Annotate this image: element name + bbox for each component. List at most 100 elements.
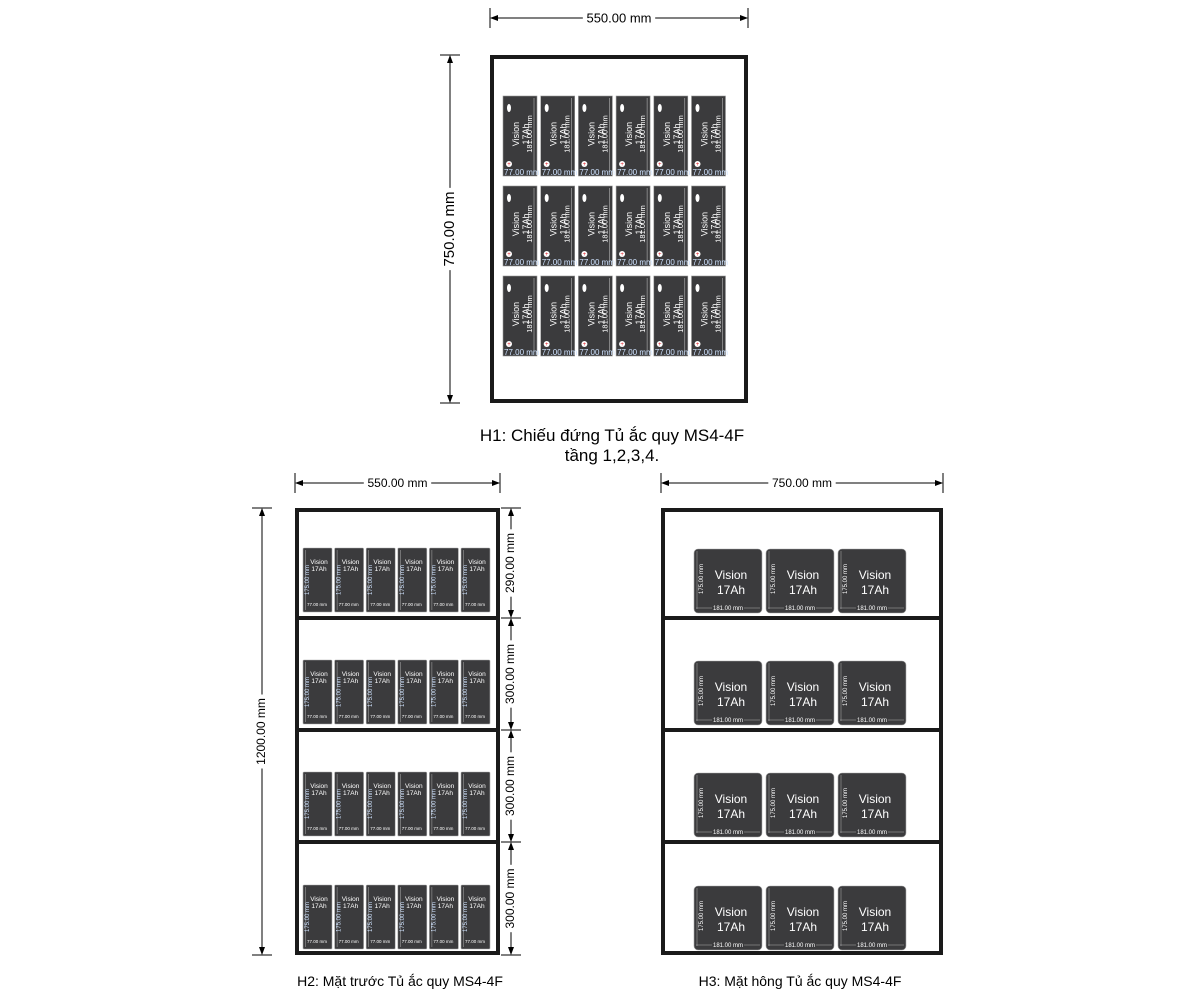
svg-text:+: + xyxy=(583,162,587,168)
positive-terminal-icon xyxy=(619,161,626,167)
svg-text:17Ah: 17Ah xyxy=(438,790,454,797)
svg-text:+: + xyxy=(696,342,700,348)
svg-text:77.00 mm: 77.00 mm xyxy=(617,348,653,357)
svg-text:181.00 mm: 181.00 mm xyxy=(785,718,815,724)
svg-text:175.00 mm: 175.00 mm xyxy=(400,902,406,932)
svg-text:Vision: Vision xyxy=(342,671,360,678)
negative-terminal-icon xyxy=(695,104,700,112)
svg-text:Vision: Vision xyxy=(586,122,596,146)
positive-terminal-icon xyxy=(581,341,588,347)
svg-text:181.00 mm: 181.00 mm xyxy=(785,943,815,949)
top-height-dimension: 750.00 mm xyxy=(440,54,460,404)
top-view-frame xyxy=(490,55,748,403)
svg-text:Vision: Vision xyxy=(624,122,634,146)
svg-text:Vision: Vision xyxy=(586,212,596,236)
svg-text:+: + xyxy=(658,162,662,168)
svg-text:Vision: Vision xyxy=(405,559,423,566)
svg-text:181.00 mm: 181.00 mm xyxy=(563,205,572,243)
svg-text:175.00 mm: 175.00 mm xyxy=(337,565,343,595)
svg-text:Vision: Vision xyxy=(511,212,521,236)
positive-terminal-icon xyxy=(694,251,701,257)
svg-text:175.00 mm: 175.00 mm xyxy=(400,677,406,707)
svg-text:181.00 mm: 181.00 mm xyxy=(676,115,685,153)
negative-terminal-icon xyxy=(582,104,587,112)
svg-text:77.00 mm: 77.00 mm xyxy=(465,602,485,607)
svg-text:175.00 mm: 175.00 mm xyxy=(771,788,777,818)
svg-text:181.00 mm: 181.00 mm xyxy=(525,295,534,333)
svg-text:Vision: Vision xyxy=(405,896,423,903)
svg-text:181.00 mm: 181.00 mm xyxy=(713,943,743,949)
svg-text:77.00 mm: 77.00 mm xyxy=(433,714,453,719)
svg-text:Vision: Vision xyxy=(662,302,672,326)
svg-text:17Ah: 17Ah xyxy=(596,213,606,234)
svg-text:Vision: Vision xyxy=(715,905,747,919)
front-shelf-dimension-label: 300.00 mm xyxy=(503,644,517,704)
svg-text:17Ah: 17Ah xyxy=(469,566,485,573)
svg-text:17Ah: 17Ah xyxy=(343,790,359,797)
svg-text:175.00 mm: 175.00 mm xyxy=(305,677,311,707)
svg-text:181.00 mm: 181.00 mm xyxy=(525,115,534,153)
negative-terminal-icon xyxy=(507,284,511,292)
positive-terminal-icon xyxy=(694,341,701,347)
svg-text:175.00 mm: 175.00 mm xyxy=(305,902,311,932)
negative-terminal-icon xyxy=(507,104,511,112)
svg-text:181.00 mm: 181.00 mm xyxy=(638,115,647,153)
svg-text:Vision: Vision xyxy=(373,896,391,903)
svg-text:17Ah: 17Ah xyxy=(789,807,817,821)
svg-text:17Ah: 17Ah xyxy=(717,695,745,709)
svg-text:181.00 mm: 181.00 mm xyxy=(857,718,887,724)
negative-terminal-icon xyxy=(544,104,549,112)
top-width-dimension-label: 550.00 mm xyxy=(586,11,651,26)
svg-text:17Ah: 17Ah xyxy=(789,920,817,934)
svg-text:Vision: Vision xyxy=(787,905,819,919)
svg-text:Vision: Vision xyxy=(700,122,710,146)
svg-text:181.00 mm: 181.00 mm xyxy=(857,830,887,836)
positive-terminal-icon xyxy=(581,251,588,257)
side-width-dimension: 750.00 mm xyxy=(660,473,944,493)
svg-text:17Ah: 17Ah xyxy=(375,678,391,685)
svg-text:Vision: Vision xyxy=(342,783,360,790)
positive-terminal-icon xyxy=(656,161,663,167)
svg-text:175.00 mm: 175.00 mm xyxy=(400,789,406,819)
svg-text:77.00 mm: 77.00 mm xyxy=(433,939,453,944)
svg-text:77.00 mm: 77.00 mm xyxy=(579,258,615,267)
svg-text:17Ah: 17Ah xyxy=(789,583,817,597)
svg-text:175.00 mm: 175.00 mm xyxy=(699,901,705,931)
positive-terminal-icon xyxy=(581,161,588,167)
svg-text:Vision: Vision xyxy=(715,680,747,694)
svg-text:175.00 mm: 175.00 mm xyxy=(368,565,374,595)
negative-terminal-icon xyxy=(657,104,662,112)
svg-text:Vision: Vision xyxy=(373,671,391,678)
svg-text:17Ah: 17Ah xyxy=(375,790,391,797)
svg-text:Vision: Vision xyxy=(511,122,521,146)
svg-text:Vision: Vision xyxy=(468,783,486,790)
svg-text:77.00 mm: 77.00 mm xyxy=(693,168,729,177)
svg-text:77.00 mm: 77.00 mm xyxy=(655,258,691,267)
svg-text:Vision: Vision xyxy=(624,302,634,326)
svg-text:17Ah: 17Ah xyxy=(406,678,422,685)
svg-text:17Ah: 17Ah xyxy=(710,213,720,234)
h3-caption: H3: Mặt hông Tủ ắc quy MS4-4F xyxy=(699,973,902,989)
svg-text:17Ah: 17Ah xyxy=(311,678,327,685)
svg-text:Vision: Vision xyxy=(549,302,559,326)
h1-caption-line1: H1: Chiếu đứng Tủ ắc quy MS4-4F xyxy=(480,426,744,445)
positive-terminal-icon xyxy=(656,251,663,257)
svg-text:77.00 mm: 77.00 mm xyxy=(579,168,615,177)
svg-text:17Ah: 17Ah xyxy=(717,920,745,934)
front-height-dimension: 1200.00 mm xyxy=(252,507,272,956)
svg-text:77.00 mm: 77.00 mm xyxy=(402,602,422,607)
